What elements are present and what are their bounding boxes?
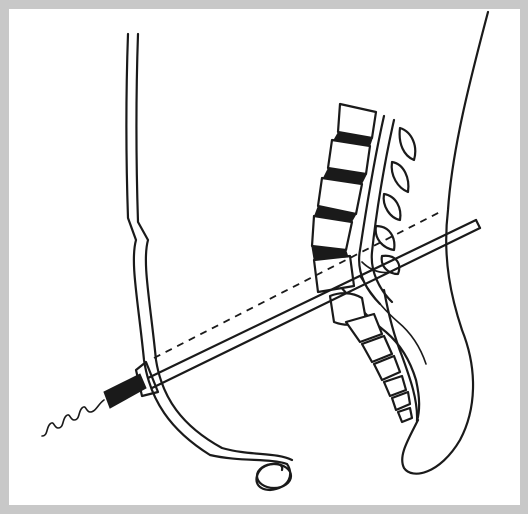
foot-loop — [257, 464, 291, 488]
catheter-coil — [42, 400, 104, 436]
coccyx-segment-3 — [398, 408, 412, 422]
sacral-segments — [330, 293, 412, 422]
spinous-process-1 — [400, 128, 416, 160]
spinous-process-3 — [384, 194, 401, 220]
vertebra-2 — [328, 140, 370, 174]
needle-connector — [104, 374, 146, 408]
spinous-process-2 — [392, 162, 409, 192]
vertebra-4 — [312, 216, 352, 250]
anterior-body-outline — [127, 34, 293, 490]
spinous-process-4 — [376, 226, 395, 250]
vertebra-1 — [338, 104, 376, 138]
lumbar-vertebrae — [312, 104, 376, 292]
needle-trajectory-dashed — [154, 212, 440, 358]
